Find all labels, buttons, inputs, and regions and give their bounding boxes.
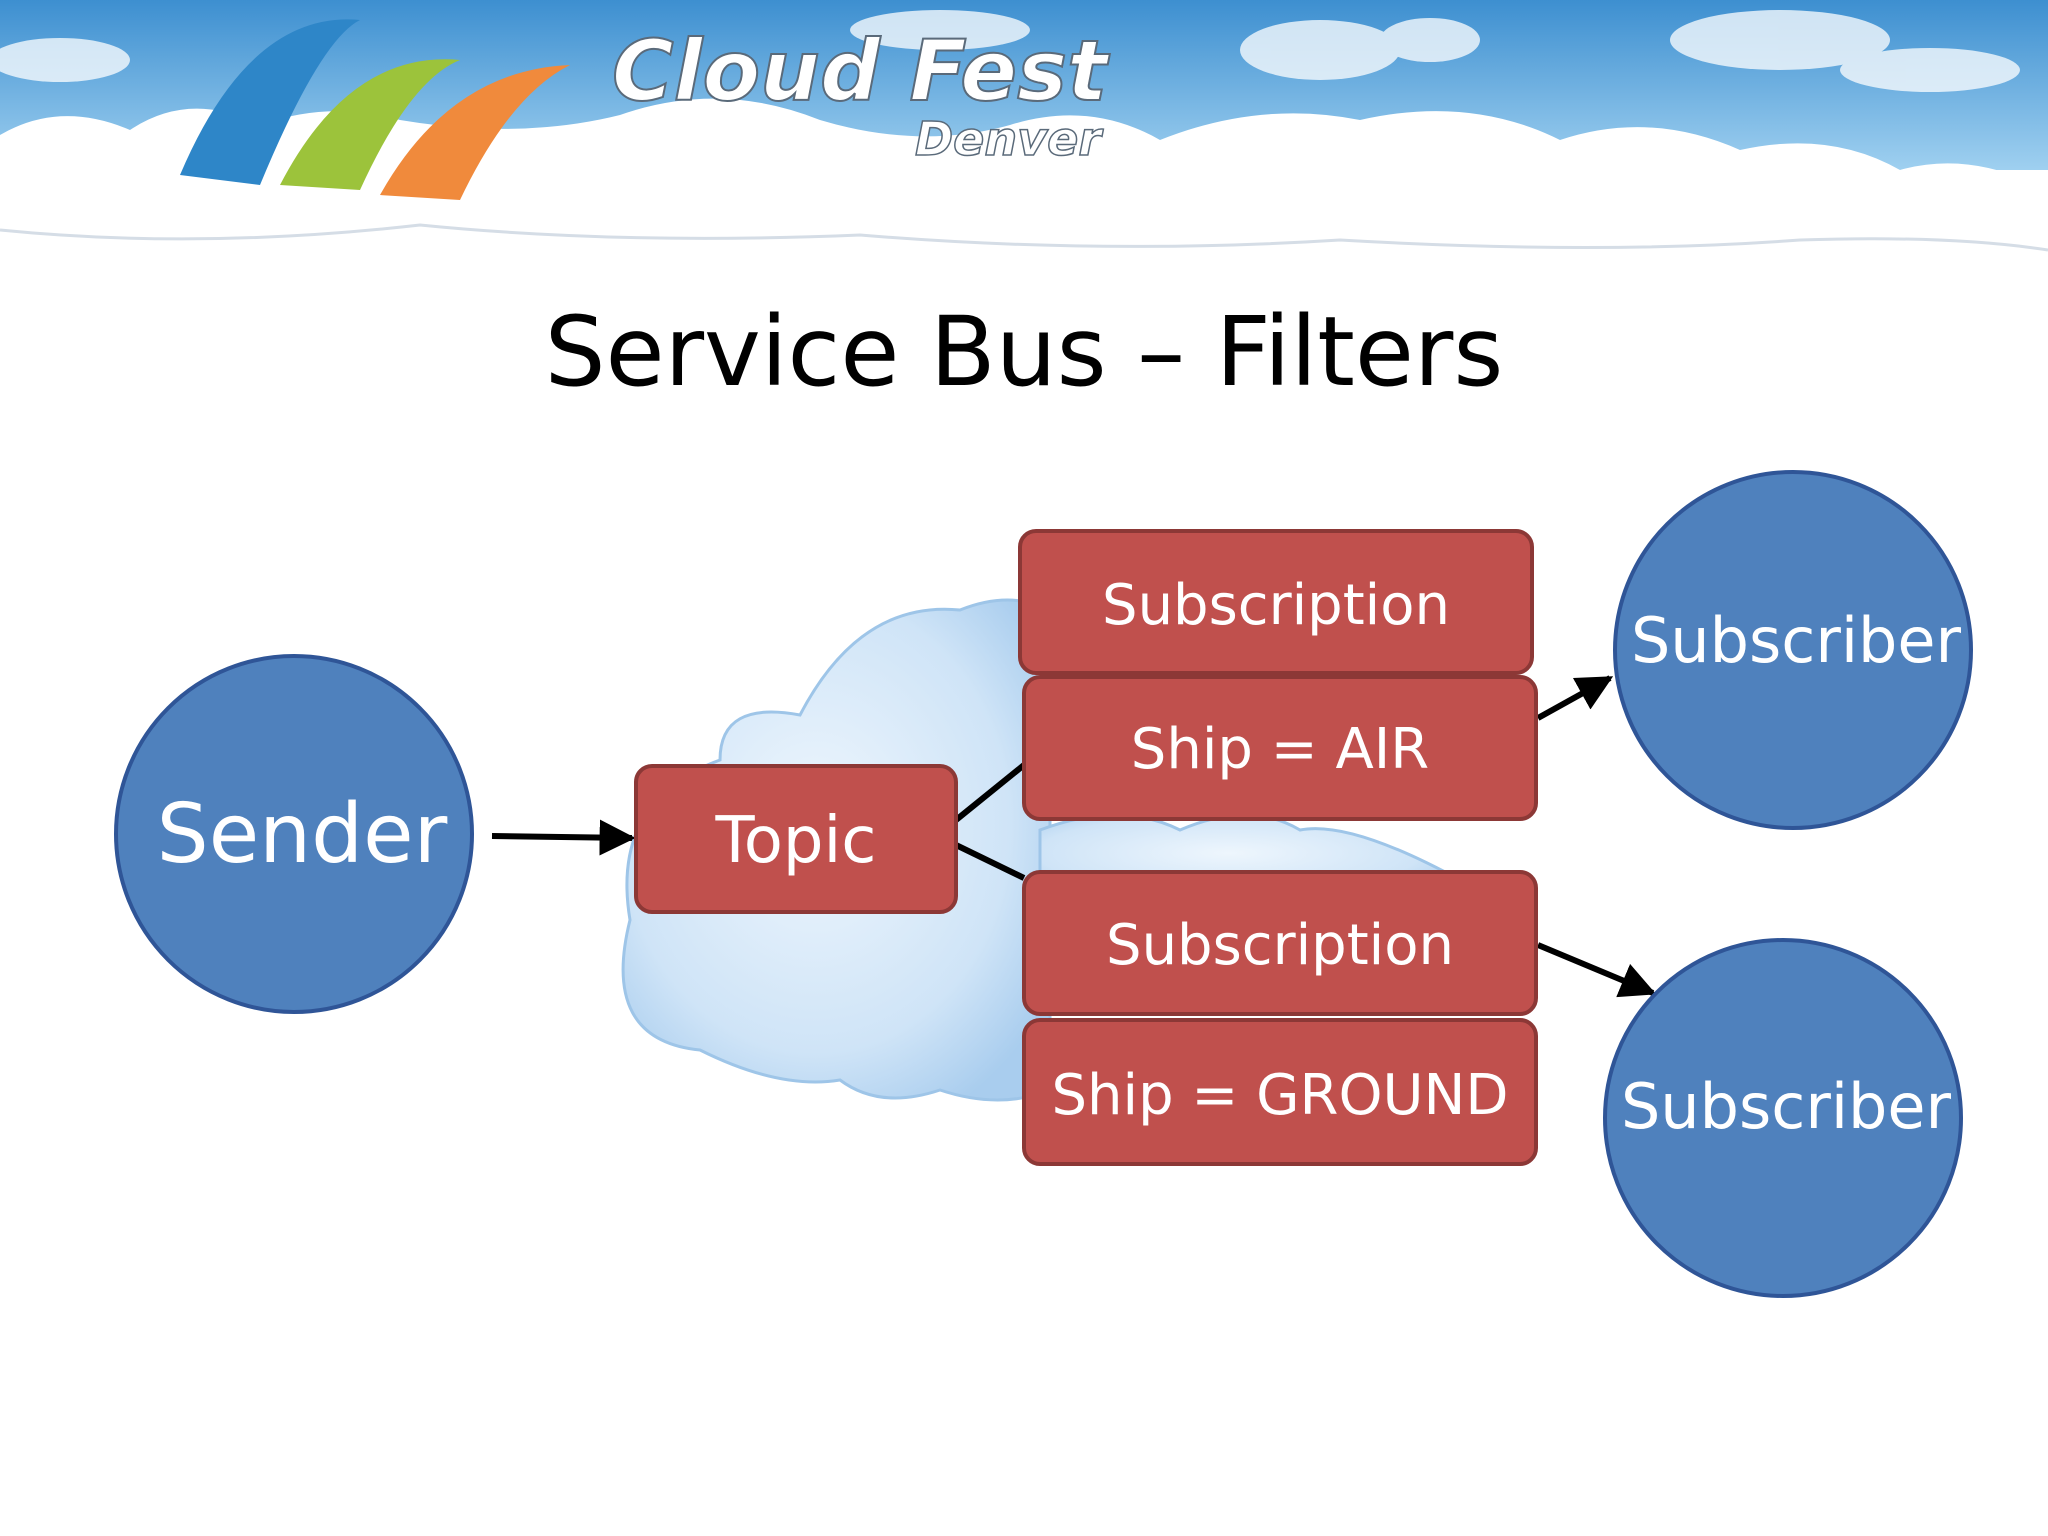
line-topic-ground [954, 842, 1026, 881]
line-topic-air [954, 762, 1026, 823]
subscriber-ground-node: Subscriber [1603, 938, 1963, 1298]
sender-node: Sender [114, 654, 474, 1014]
slide-title: Service Bus – Filters [545, 296, 1504, 408]
subscriber-ground-circle [1603, 938, 1963, 1298]
subscription-ground-label: Subscription [1106, 913, 1454, 978]
subscription-air-label: Subscription [1102, 573, 1450, 638]
topic-node: Topic [634, 764, 958, 914]
header-banner: Cloud Fest Denver [0, 0, 2048, 281]
logo-title: Cloud Fest [612, 22, 1110, 120]
subscriber-ground-label: Subscriber [1621, 1070, 1952, 1143]
arrow-air-subscriber [1536, 675, 1614, 721]
logo-arches-icon [180, 19, 570, 200]
topic-label: Topic [715, 804, 877, 878]
filter-air-box [1022, 675, 1538, 821]
cloud-bank-shadow [0, 223, 2048, 252]
subscription-ground-box [1022, 870, 1538, 1016]
subscription-air-box [1018, 529, 1534, 675]
arrow-ground-subscriber [1536, 942, 1657, 998]
filter-air-label: Ship = AIR [1131, 717, 1429, 782]
filter-ground-label: Ship = GROUND [1051, 1063, 1508, 1128]
filter-ground-box [1022, 1018, 1538, 1166]
arrow-sender-topic [491, 819, 636, 856]
cloud-bank [0, 98, 2048, 281]
sender-circle [114, 654, 474, 1014]
subscription-ground: Subscription Ship = GROUND [1022, 870, 1538, 1166]
sky-clouds [0, 10, 2020, 92]
logo-subtitle: Denver [915, 112, 1104, 166]
subscriber-air-label: Subscriber [1631, 604, 1962, 677]
connectors [491, 675, 1657, 998]
subscriber-air-circle [1613, 470, 1973, 830]
sender-label: Sender [157, 787, 448, 882]
topic-box [634, 764, 958, 914]
subscription-air: Subscription Ship = AIR [1018, 529, 1538, 821]
subscriber-air-node: Subscriber [1613, 470, 1973, 830]
